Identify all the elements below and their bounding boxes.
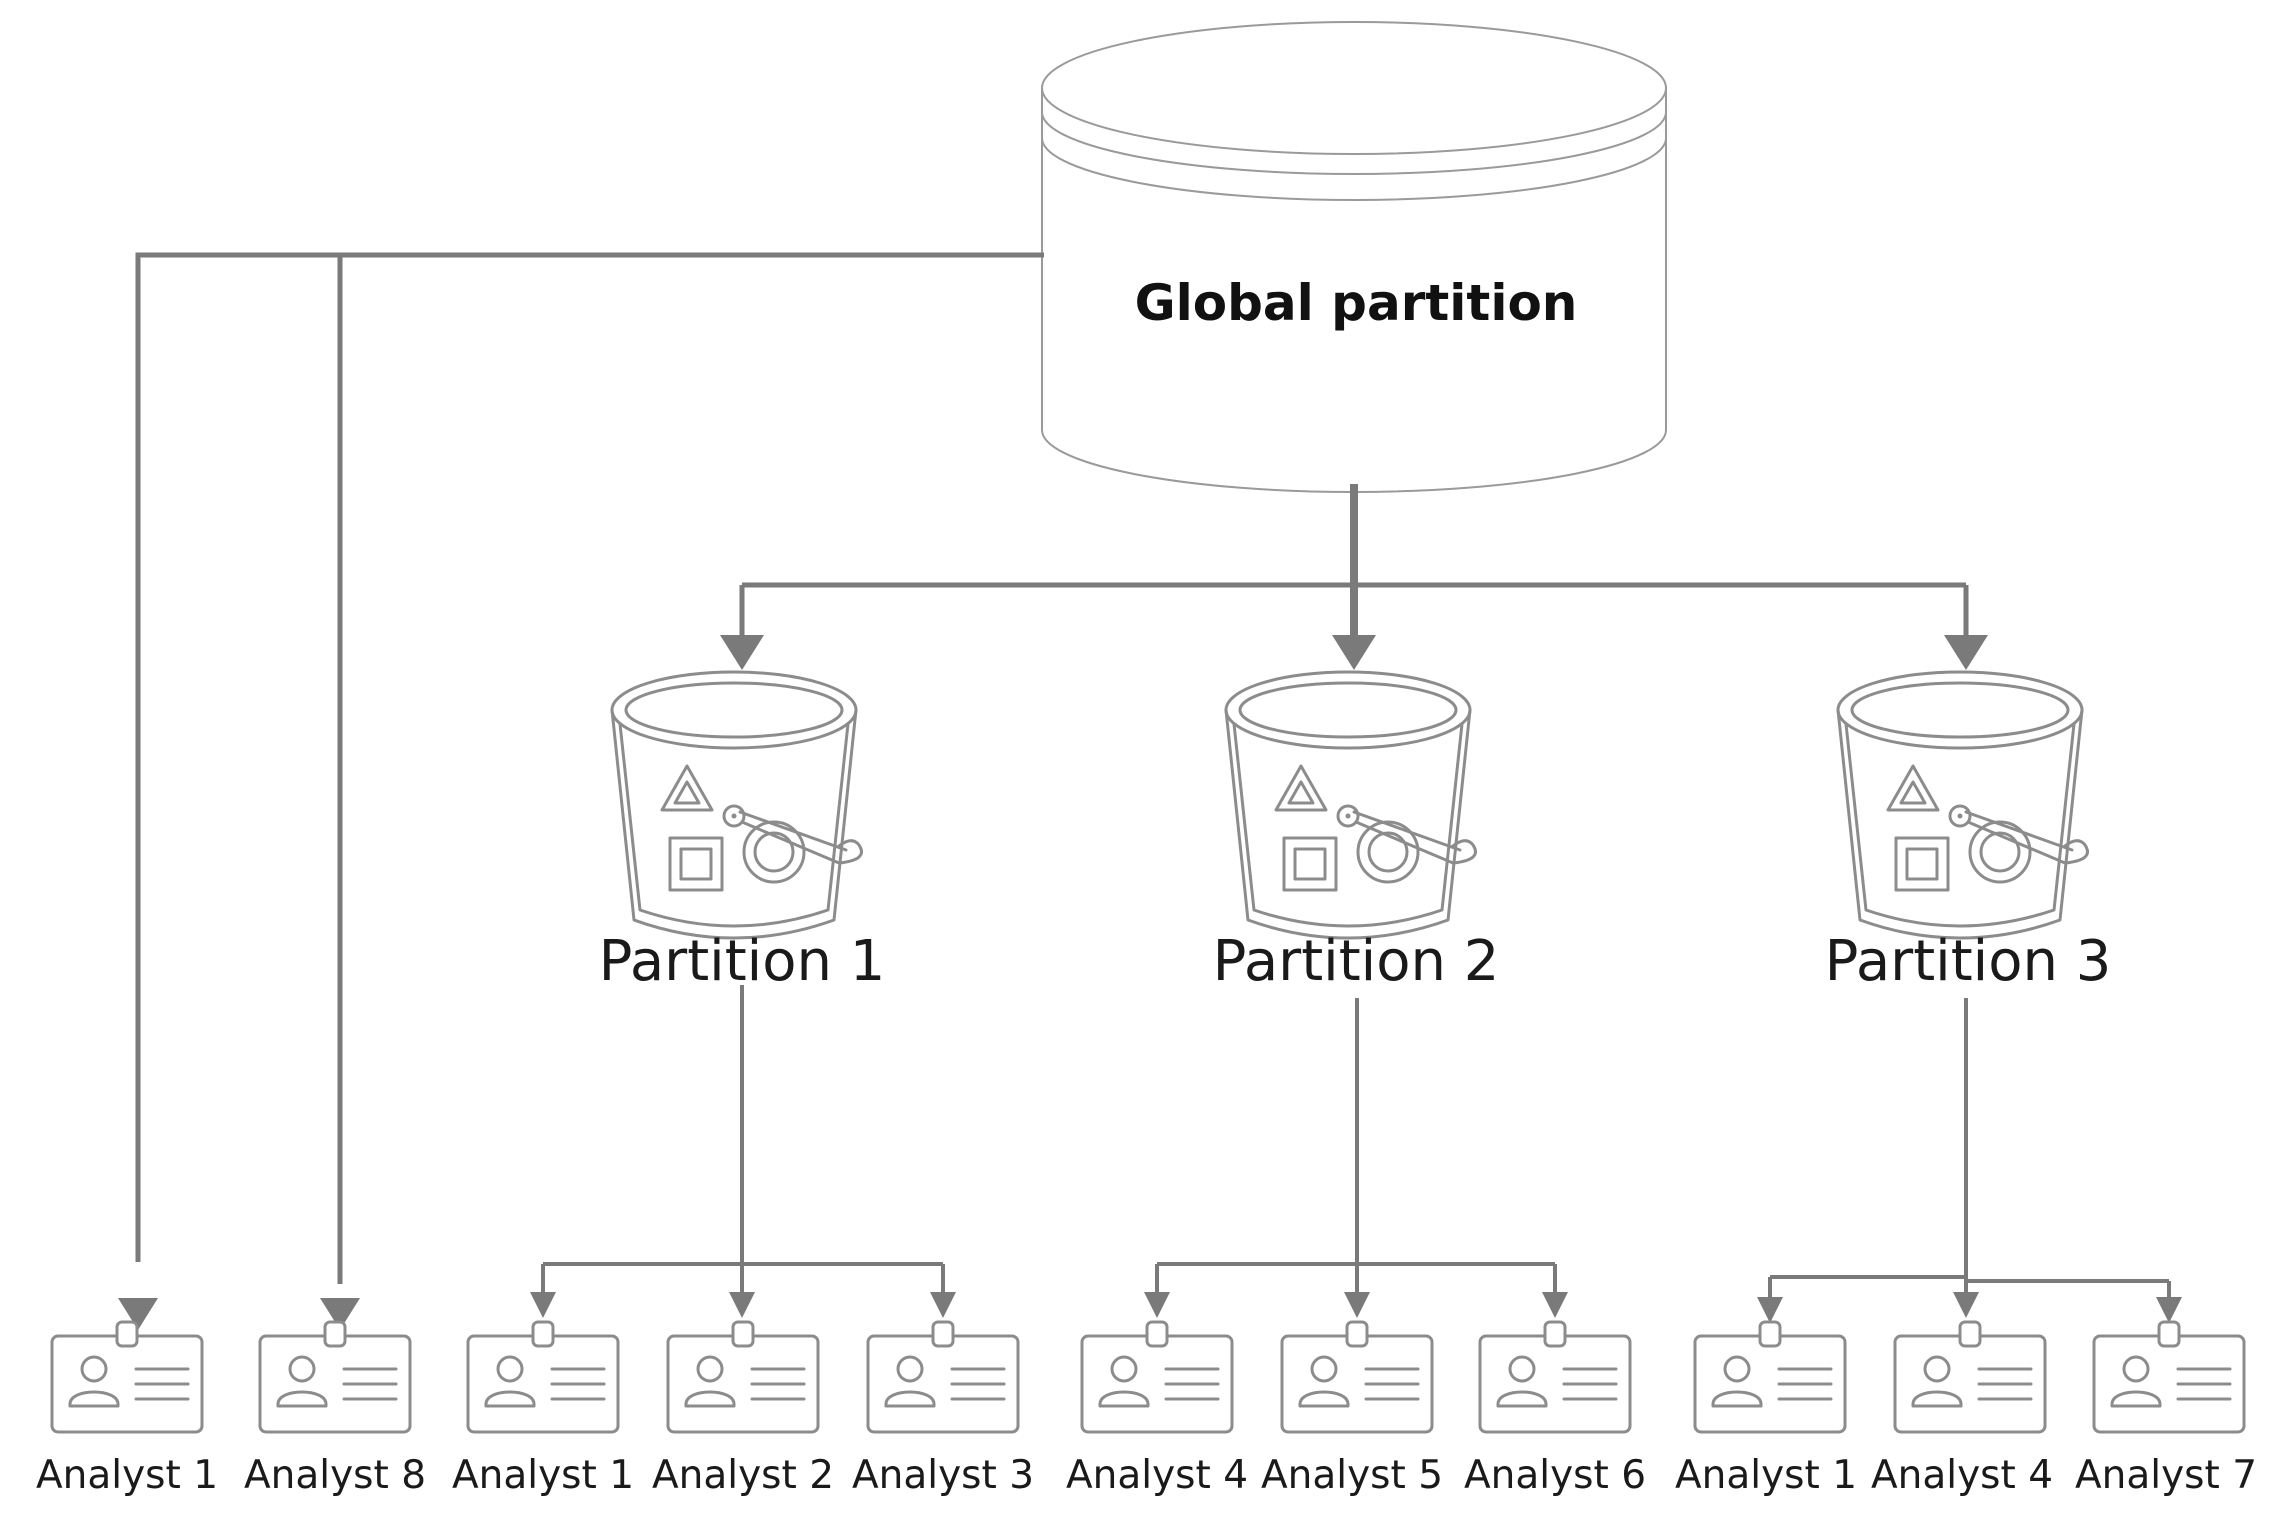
analyst-label: Analyst 6 bbox=[1464, 1453, 1646, 1498]
analyst-label: Analyst 1 bbox=[1675, 1453, 1857, 1498]
partition-1: Partition 1 bbox=[599, 670, 886, 994]
partition-1-analysts: Analyst 1 Analyst 2 Analyst 3 bbox=[452, 1320, 1034, 1498]
analyst-badge: Analyst 8 bbox=[244, 1320, 426, 1498]
id-badge-icon bbox=[1893, 1320, 2047, 1434]
id-badge-icon bbox=[866, 1320, 1020, 1434]
analyst-badge: Analyst 6 bbox=[1464, 1320, 1646, 1498]
partition-3: Partition 3 bbox=[1825, 670, 2112, 994]
analyst-badge: Analyst 1 bbox=[36, 1320, 218, 1498]
partition-3-analysts: Analyst 1 Analyst 4 Analyst 7 bbox=[1675, 1320, 2257, 1498]
analyst-badge: Analyst 4 bbox=[1066, 1320, 1248, 1498]
analyst-badge: Analyst 1 bbox=[1675, 1320, 1857, 1498]
partition-2-connectors bbox=[1144, 998, 1568, 1318]
analyst-badge: Analyst 2 bbox=[652, 1320, 834, 1498]
id-badge-icon bbox=[1693, 1320, 1847, 1434]
analyst-badge: Analyst 5 bbox=[1261, 1320, 1443, 1498]
id-badge-icon bbox=[1080, 1320, 1234, 1434]
id-badge-icon bbox=[1478, 1320, 1632, 1434]
storage-bucket-icon bbox=[610, 670, 863, 940]
storage-bucket-icon bbox=[1224, 670, 1477, 940]
global-direct-connectors bbox=[118, 252, 1044, 1330]
global-partition-database: Global partition bbox=[1041, 21, 1667, 493]
partition-2: Partition 2 bbox=[1213, 670, 1500, 994]
partition-label: Partition 1 bbox=[599, 929, 886, 994]
partition-3-connectors bbox=[1757, 998, 2182, 1323]
analyst-badge: Analyst 7 bbox=[2075, 1320, 2257, 1498]
analyst-label: Analyst 4 bbox=[1871, 1453, 2053, 1498]
analyst-label: Analyst 1 bbox=[452, 1453, 634, 1498]
id-badge-icon bbox=[258, 1320, 412, 1434]
id-badge-icon bbox=[466, 1320, 620, 1434]
analyst-label: Analyst 3 bbox=[852, 1453, 1034, 1498]
global-to-partition-connectors bbox=[720, 484, 1988, 670]
analyst-badge: Analyst 1 bbox=[452, 1320, 634, 1498]
analyst-label: Analyst 5 bbox=[1261, 1453, 1443, 1498]
storage-bucket-icon bbox=[1836, 670, 2089, 940]
analyst-label: Analyst 4 bbox=[1066, 1453, 1248, 1498]
database-title: Global partition bbox=[1135, 274, 1578, 332]
partition-2-analysts: Analyst 4 Analyst 5 Analyst 6 bbox=[1066, 1320, 1646, 1498]
analyst-label: Analyst 7 bbox=[2075, 1453, 2257, 1498]
partition-1-connectors bbox=[530, 985, 956, 1318]
id-badge-icon bbox=[666, 1320, 820, 1434]
partition-label: Partition 2 bbox=[1213, 929, 1500, 994]
id-badge-icon bbox=[1280, 1320, 1434, 1434]
id-badge-icon bbox=[50, 1320, 204, 1434]
partition-label: Partition 3 bbox=[1825, 929, 2112, 994]
analyst-badge: Analyst 4 bbox=[1871, 1320, 2053, 1498]
analyst-label: Analyst 2 bbox=[652, 1453, 834, 1498]
id-badge-icon bbox=[2092, 1320, 2246, 1434]
global-analysts: Analyst 1 Analyst 8 bbox=[36, 1320, 426, 1498]
analyst-badge: Analyst 3 bbox=[852, 1320, 1034, 1498]
analyst-label: Analyst 8 bbox=[244, 1453, 426, 1498]
analyst-label: Analyst 1 bbox=[36, 1453, 218, 1498]
